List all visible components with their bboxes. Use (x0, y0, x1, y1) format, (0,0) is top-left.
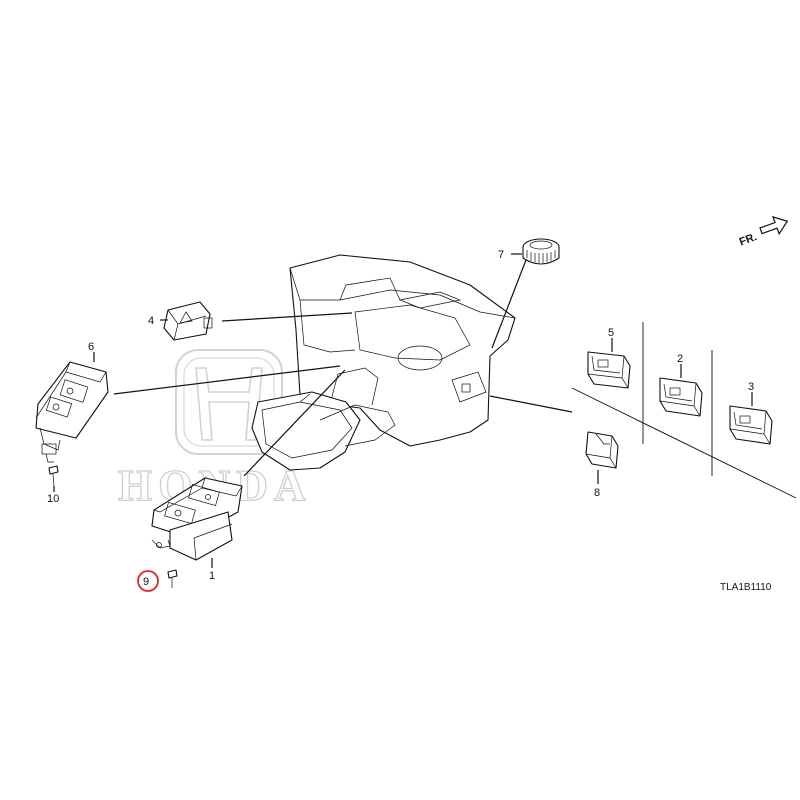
callout-4: 4 (148, 315, 154, 327)
part-3-switch (729, 405, 773, 445)
part-9-screw (167, 569, 178, 588)
part-8-blank-cover (585, 431, 619, 469)
part-10-screw (48, 465, 59, 487)
callout-9: 9 (143, 576, 149, 588)
part-6-switch-panel (35, 361, 109, 463)
highlight-callout-9 (137, 570, 159, 592)
drawing-code: TLA1B1110 (720, 582, 772, 593)
leader-lines (53, 253, 753, 568)
front-direction-arrow: FR. (738, 215, 789, 248)
group-separators (571, 322, 797, 499)
callout-6: 6 (88, 341, 94, 353)
callout-10: 10 (47, 493, 59, 505)
callout-5: 5 (608, 327, 614, 339)
dashboard-illustration (251, 254, 516, 471)
callout-1: 1 (209, 570, 215, 582)
part-1-switch-panel (151, 477, 243, 561)
part-2-switch (659, 377, 703, 417)
part-7-switch-knob (522, 238, 560, 265)
callout-2: 2 (677, 353, 683, 365)
callout-3: 3 (748, 381, 754, 393)
callout-7: 7 (498, 249, 504, 261)
part-4-hazard-switch (163, 301, 213, 341)
callout-8: 8 (594, 487, 600, 499)
part-5-switch (587, 351, 631, 389)
front-direction-label: FR. (738, 231, 759, 248)
